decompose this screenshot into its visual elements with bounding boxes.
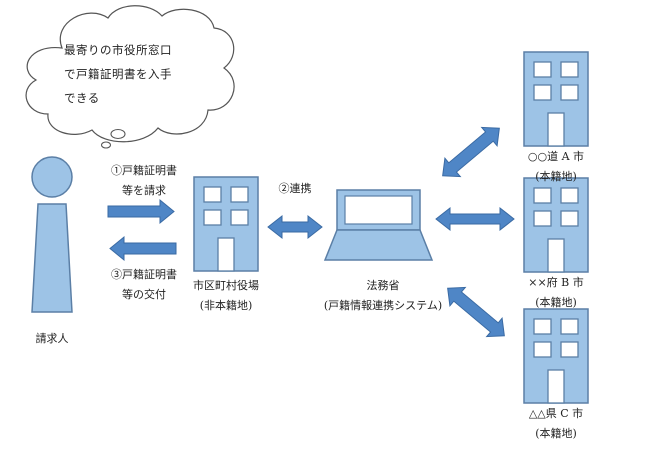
request-step-line-1: ①戸籍証明書 (111, 164, 177, 177)
delivery-step-line-1: ③戸籍証明書 (111, 268, 177, 281)
registry-c-line-1: △△県 C 市 (528, 407, 584, 420)
delivery-step-line-2: 等の交付 (122, 288, 166, 301)
request-arrow-icon (107, 198, 175, 225)
city-office-line-2: (非本籍地) (199, 299, 253, 312)
request-step-label: ①戸籍証明書 等を請求 (104, 163, 184, 198)
requester-person-icon (31, 156, 73, 313)
requester-label: 請求人 (35, 332, 69, 345)
thought-bubble (25, 5, 235, 149)
delivery-step-label: ③戸籍証明書 等の交付 (104, 267, 184, 302)
registry-b-arrow-icon (435, 206, 515, 232)
registry-a-line-1: ○○道 A 市 (527, 150, 585, 163)
delivery-arrow-icon (109, 235, 177, 262)
thought-bubble-line-3: できる (64, 91, 100, 105)
ministry-line-1: 法務省 (366, 279, 400, 292)
registry-c-label: △△県 C 市 (本籍地) (512, 406, 600, 441)
registry-a-label: ○○道 A 市 (本籍地) (512, 149, 600, 184)
registry-b-line-2: (本籍地) (535, 296, 577, 309)
laptop-icon (323, 189, 434, 261)
ministry-line-2: (戸籍情報連携システム) (323, 299, 443, 312)
city-office-line-1: 市区町村役場 (193, 279, 259, 292)
city-office-building-icon (193, 176, 259, 272)
thought-bubble-line-2: で戸籍証明書を入手 (64, 67, 172, 81)
ministry-label: 法務省 (戸籍情報連携システム) (308, 278, 458, 313)
city-office-label: 市区町村役場 (非本籍地) (176, 278, 276, 313)
registry-b-building-icon (523, 177, 589, 273)
link-arrow-icon (267, 214, 323, 240)
link-step-label: ②連携 (278, 182, 312, 195)
thought-bubble-line-1: 最寄りの市役所窓口 (64, 43, 172, 57)
registry-b-line-1: ××府 B 市 (528, 276, 584, 289)
registry-c-arrow-icon (447, 286, 505, 338)
registry-a-line-2: (本籍地) (535, 170, 577, 183)
registry-a-building-icon (523, 51, 589, 147)
registry-b-label: ××府 B 市 (本籍地) (512, 275, 600, 310)
request-step-line-2: 等を請求 (122, 184, 166, 197)
registry-a-arrow-icon (442, 126, 500, 178)
thought-bubble-text: 最寄りの市役所窓口 で戸籍証明書を入手 できる (64, 38, 204, 110)
registry-c-building-icon (523, 308, 589, 404)
registry-c-line-2: (本籍地) (535, 427, 577, 440)
